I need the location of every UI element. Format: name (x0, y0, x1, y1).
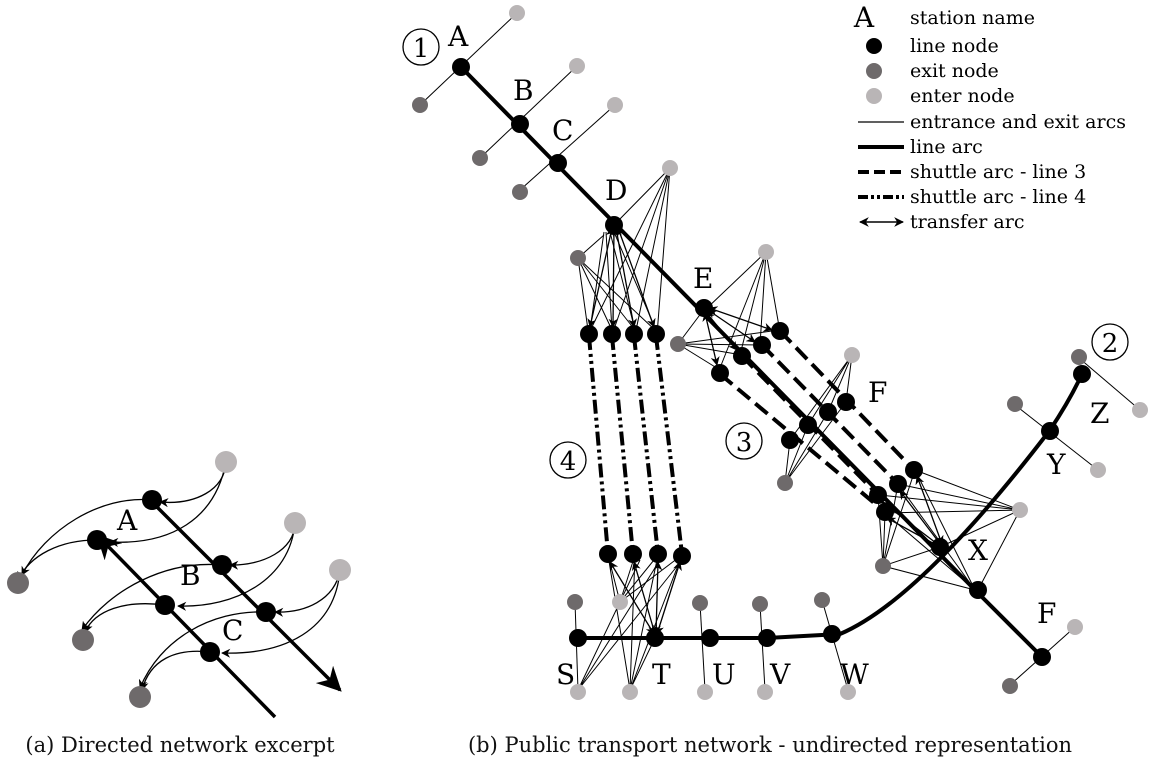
exit-arc (21, 498, 153, 576)
station-label-z: Z (1090, 397, 1109, 430)
exit-arc (138, 611, 267, 689)
legend-exit-node: exit node (910, 60, 999, 82)
station-label-x: X (968, 534, 988, 567)
line-nodes (452, 58, 1091, 666)
line-number-4: 4 (560, 447, 577, 477)
station-label-v: V (769, 658, 791, 691)
station-labels: A B C D E F X F Y Z S T U V W (447, 20, 1109, 691)
enter-node (329, 559, 351, 581)
exit-arc (139, 650, 211, 691)
exit-arc (81, 563, 223, 631)
line-number-3: 3 (736, 428, 753, 458)
panel-b-network: 1 2 3 4 A B C D E F X F Y Z S T U V W (402, 1, 1148, 700)
shuttle-arcs-line-4 (587, 335, 684, 555)
legend-station-symbol: A (853, 1, 875, 34)
legend-entrance-exit-arcs: entrance and exit arcs (910, 111, 1126, 133)
enter-arc (221, 569, 341, 658)
enter-node (215, 451, 237, 473)
enter-arc (159, 461, 227, 508)
exit-arc (17, 539, 98, 581)
line-node (212, 555, 232, 575)
exit-node (72, 629, 94, 651)
exit-node (129, 686, 151, 708)
line-node (87, 530, 107, 550)
enter-nodes (509, 5, 1148, 700)
line-arc (96, 534, 277, 719)
exit-nodes (412, 97, 1087, 694)
line-node (142, 490, 162, 510)
station-label-e: E (693, 262, 713, 295)
legend-line-node: line node (910, 35, 999, 57)
station-label-w: W (840, 658, 869, 691)
station-label-b: B (180, 559, 201, 592)
station-label-t: T (652, 658, 671, 691)
station-label-a: A (447, 20, 469, 53)
station-label-f-upper: F (868, 376, 887, 409)
legend: A station name line node exit node enter… (853, 1, 1126, 233)
exit-arc (84, 603, 166, 633)
legend-shuttle-line-3: shuttle arc - line 3 (910, 161, 1086, 183)
transfer-arcs (587, 227, 944, 635)
line-number-1: 1 (413, 34, 430, 64)
line-node (256, 602, 276, 622)
line-number-2: 2 (1102, 329, 1119, 359)
legend-exit-node-swatch (866, 63, 882, 79)
station-label-f-lower: F (1037, 597, 1056, 630)
legend-transfer-arc: transfer arc (910, 211, 1024, 233)
station-label-c: C (222, 614, 243, 647)
station-label-s: S (556, 658, 575, 691)
legend-enter-node: enter node (910, 85, 1015, 107)
station-label-d: D (605, 174, 627, 207)
legend-shuttle-line-4: shuttle arc - line 4 (910, 186, 1086, 208)
station-label-y: Y (1046, 448, 1066, 481)
station-label-c: C (552, 114, 573, 147)
line-node (155, 595, 175, 615)
legend-line-arc: line arc (910, 136, 983, 158)
station-label-b: B (513, 74, 534, 107)
line-arc (143, 493, 342, 692)
station-label-a: A (116, 504, 138, 537)
panel-a-directed-excerpt: A B C (7, 451, 351, 719)
legend-enter-node-swatch (866, 88, 882, 104)
enter-arc (229, 522, 296, 570)
line-node (200, 642, 220, 662)
line-number-markers: 1 2 3 4 (402, 28, 1129, 479)
enter-arc (177, 522, 296, 611)
legend-station-name: station name (910, 7, 1035, 29)
station-label-u: U (712, 658, 736, 691)
exit-node (7, 572, 29, 594)
legend-line-node-swatch (866, 38, 882, 54)
caption-a: (a) Directed network excerpt (25, 733, 335, 757)
enter-node (284, 512, 306, 534)
caption-b: (b) Public transport network - undirecte… (468, 733, 1072, 757)
